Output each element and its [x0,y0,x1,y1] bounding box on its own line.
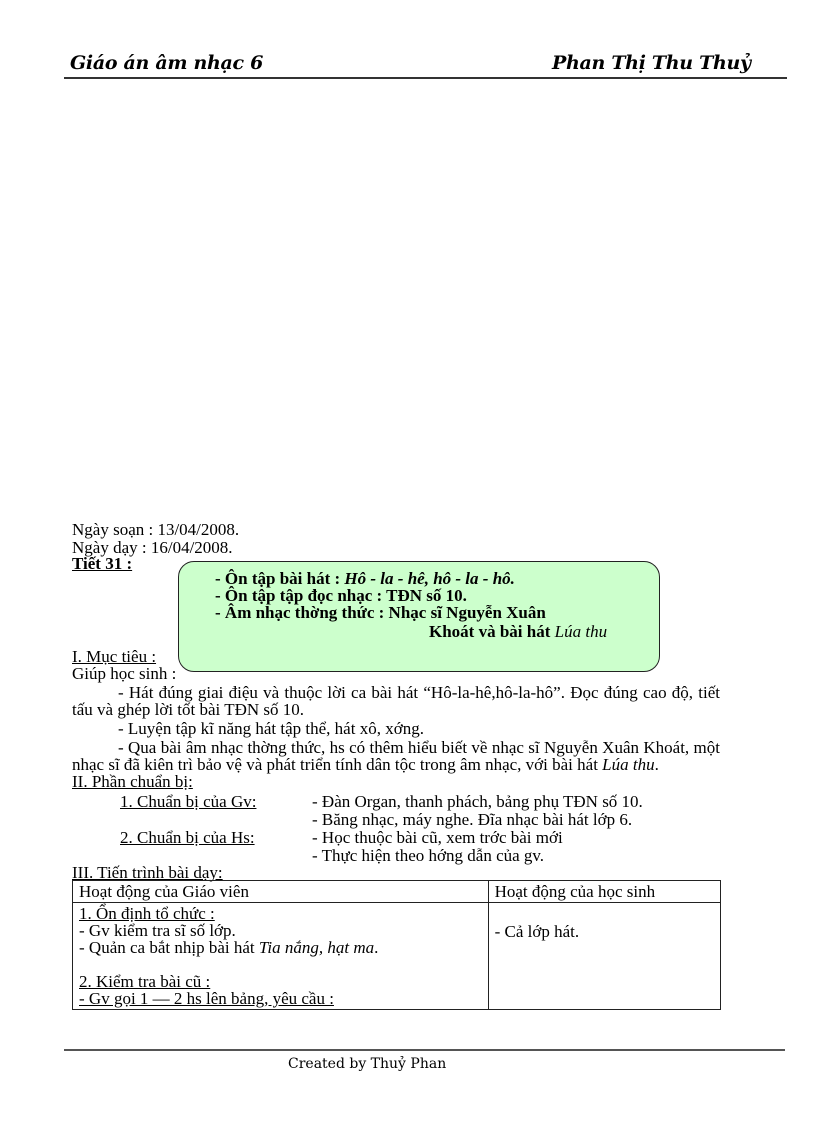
topic-song-review: - Ôn tập bài hát : Hô - la - hê, hô - la… [215,570,515,587]
spacer [79,956,482,973]
header-divider [64,77,787,79]
objective-item-3-song: Lúa thu [602,755,655,774]
topic-music-knowledge-cont: Khoát và bài hát Lúa thu [429,623,607,640]
footer-credit: Created by Thuỷ Phan [288,1056,447,1072]
lesson-number: Tiết 31 : [72,554,133,573]
teacher-prep-item: - Đàn Organ, thanh phách, bảng phụ TĐN s… [312,792,643,811]
topic-song-title: Hô - la - hê, hô - la - hô. [344,569,515,588]
step-1-line-2-end: . [374,938,379,957]
step-2-title: 2. Kiểm tra bài cũ : [79,972,211,991]
section-procedure-title: III. Tiến trình bài dạy: [72,863,223,882]
lesson-activity-table: Hoạt động của Giáo viên Hoạt động của họ… [72,880,722,1010]
student-activity-line: - Cả lớp hát. [494,922,580,941]
table-row: 1. Ổn định tổ chức : - Gv kiểm tra sĩ số… [72,902,722,1010]
section-objectives-title: I. Mục tiêu : [72,647,157,666]
step-1-song-title: Tia nắng, hạt ma [258,938,375,957]
objective-item-2: - Luyện tập kĩ năng hát tập thể, hát xô,… [118,719,424,738]
step-2-line-1: - Gv gọi 1 — 2 hs lên bảng, yêu cầu : [79,989,334,1008]
date-prepared: Ngày soạn : 13/04/2008. [72,520,240,539]
objective-item-1-line-2: tấu và ghép lời tốt bài TĐN số 10. [72,700,305,719]
step-1-title: 1. Ổn định tổ chức : [79,904,215,923]
column-header-teacher: Hoạt động của Giáo viên [72,880,489,903]
header-author: Phan Thị Thu Thuỷ [552,52,751,74]
step-1-line-1: - Gv kiểm tra sĩ số lớp. [79,921,236,940]
lesson-topics-box: - Ôn tập bài hát : Hô - la - hê, hô - la… [178,561,660,672]
date-taught: Ngày dạy : 16/04/2008. [72,538,233,557]
student-activity-cell: - Cả lớp hát. [487,902,722,1010]
student-prep-label: 2. Chuẩn bị của Hs: [120,828,255,847]
column-header-student: Hoạt động của học sinh [487,880,722,903]
topic-song-label: - Ôn tập bài hát : [215,569,345,588]
topic-sight-reading: - Ôn tập tập đọc nhạc : TĐN số 10. [215,586,467,605]
header-title: Giáo án âm nhạc 6 [70,52,264,74]
step-1-line-2-text: - Quản ca bắt nhịp bài hát [79,938,259,957]
step-1-line-2: - Quản ca bắt nhịp bài hát Tia nắng, hạt… [79,939,482,956]
teacher-prep-item: - Băng nhạc, máy nghe. Đĩa nhạc bài hát … [312,810,633,829]
objective-item-3-line-2: nhạc sĩ đã kiên trì bảo vệ và phát triển… [72,756,659,773]
objective-item-3-line-1: - Qua bài âm nhạc thờng thức, hs có thêm… [118,738,720,757]
topic-cont-text: Khoát và bài hát [429,622,555,641]
teacher-activity-cell: 1. Ổn định tổ chức : - Gv kiểm tra sĩ số… [72,902,489,1010]
table-header-row: Hoạt động của Giáo viên Hoạt động của họ… [72,880,722,903]
section-preparation-title: II. Phần chuẩn bị: [72,772,193,791]
objective-item-3-text: nhạc sĩ đã kiên trì bảo vệ và phát triển… [72,755,603,774]
footer-divider [64,1049,785,1051]
topic-music-knowledge: - Âm nhạc thờng thức : Nhạc sĩ Nguyễn Xu… [215,603,546,622]
objective-item-3-end: . [654,755,659,774]
student-prep-item: - Thực hiện theo hớng dẫn của gv. [312,846,545,865]
topic-cont-song: Lúa thu [554,622,608,641]
objectives-intro: Giúp học sinh : [72,664,177,683]
student-prep-item: - Học thuộc bài cũ, xem trớc bài mới [312,828,563,847]
teacher-prep-label: 1. Chuẩn bị của Gv: [120,792,257,811]
objective-item-1-line-1: - Hát đúng giai điệu và thuộc lời ca bài… [118,683,720,702]
